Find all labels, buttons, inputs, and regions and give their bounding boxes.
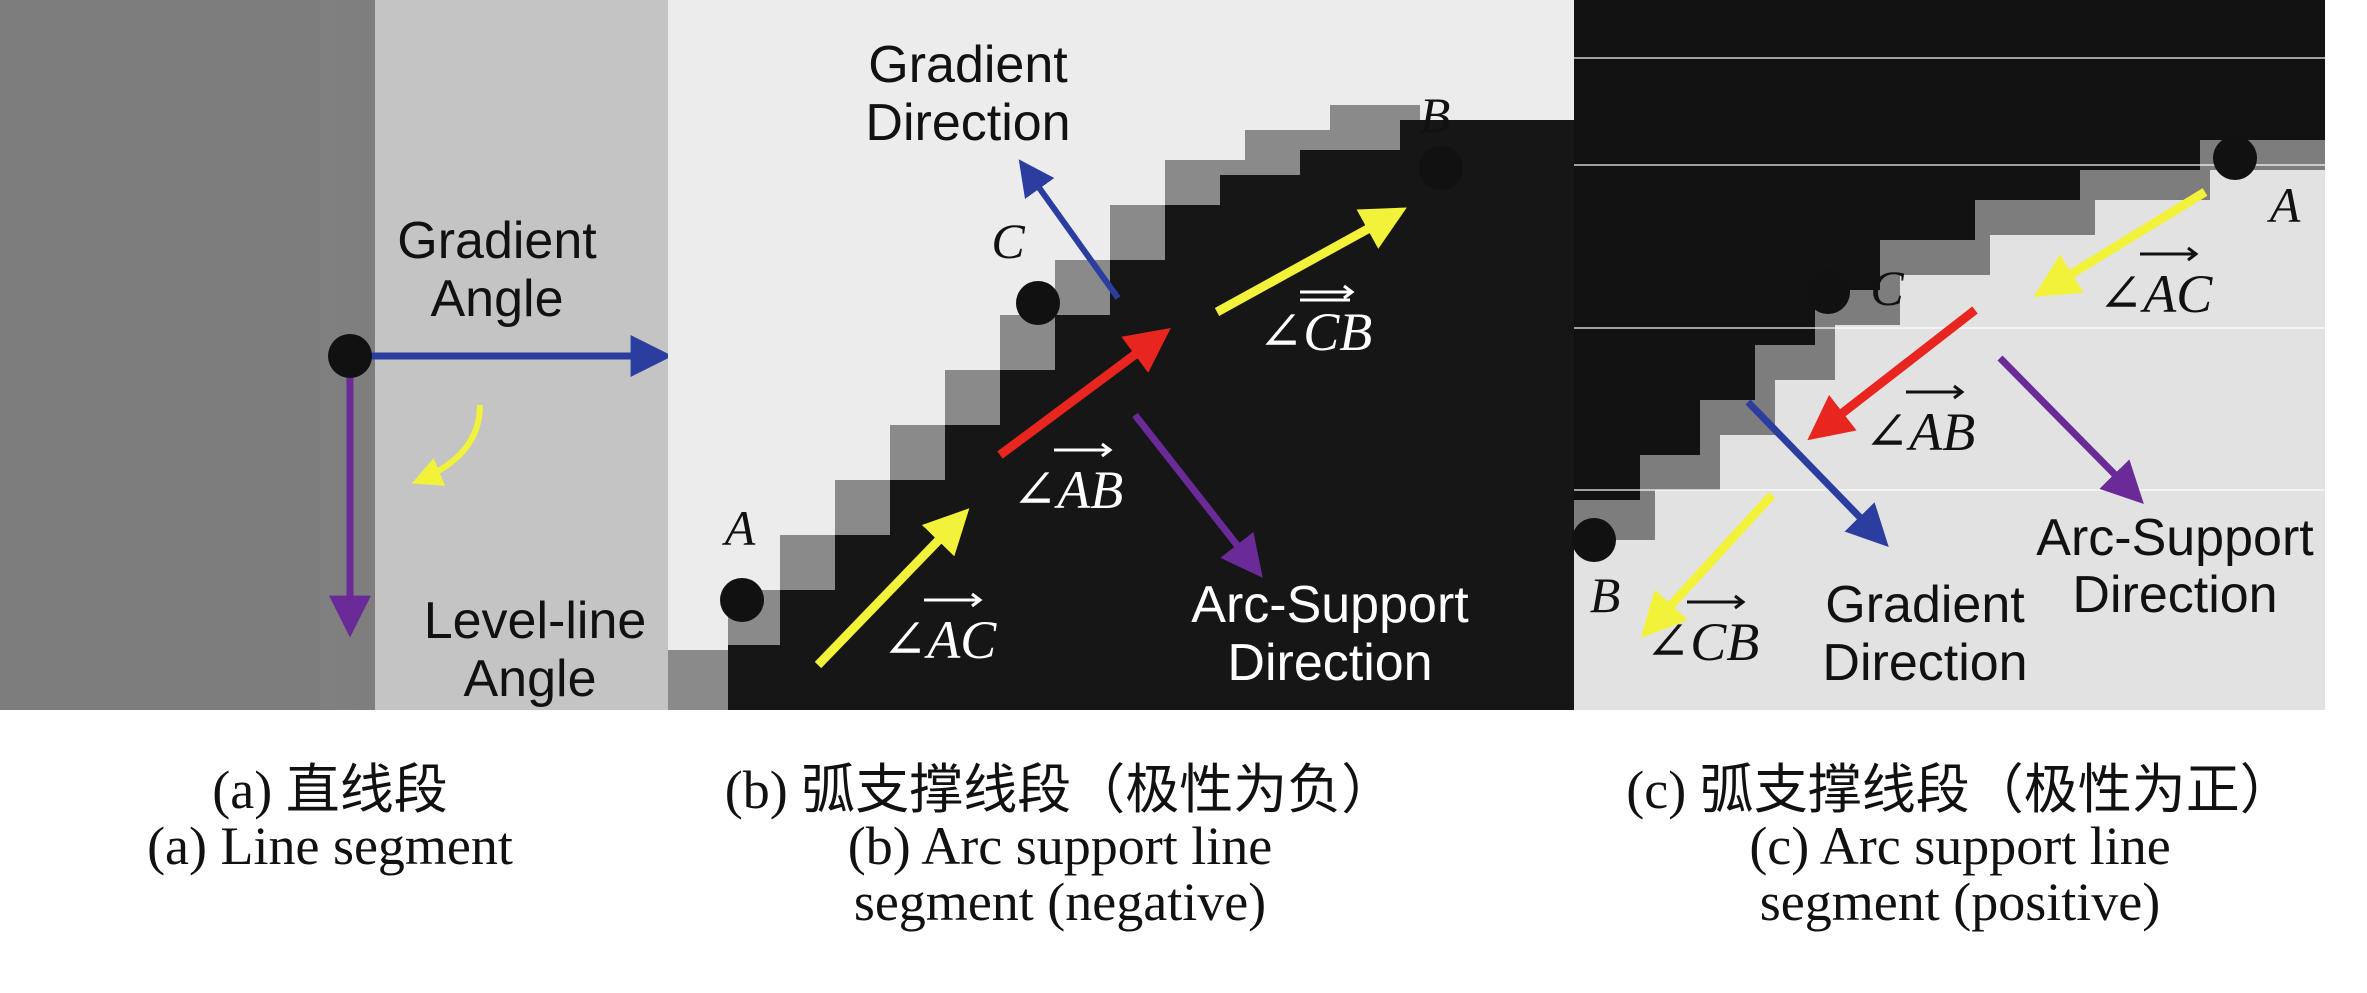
- panel-c-gradient-label-2: Direction: [1822, 634, 2027, 692]
- panel-b-arc-label-1: Arc-Support: [1191, 576, 1469, 634]
- panel-c-point-a: [2213, 136, 2257, 180]
- overbar-c-cb: [1687, 594, 1746, 610]
- overbar-b-ab: [1054, 442, 1113, 458]
- caption-c-en-2: segment (positive): [1759, 872, 2161, 932]
- level-line-label-1: Level-line: [424, 592, 647, 650]
- panel-c-arc-label-2: Direction: [2072, 566, 2277, 624]
- panel-c-arrow-cb: [1640, 491, 1776, 638]
- panel-c-gradient-label-1: Gradient: [1825, 576, 2025, 634]
- panel-a: Gradient Angle Level-line Angle: [0, 0, 673, 710]
- panel-b-arrow-cb: [1214, 207, 1407, 316]
- gradient-angle-label-1: Gradient: [397, 212, 597, 270]
- caption-b: (b) 弧支撑线段（极性为负） (b) Arc support line seg…: [700, 762, 1420, 930]
- panel-b-gradient-arrow: [1018, 159, 1121, 300]
- panel-c-arc-label-1: Arc-Support: [2036, 509, 2314, 567]
- panel-c-gradient-arrow: [1745, 399, 1889, 548]
- panel-b-arc-label-2: Direction: [1227, 634, 1432, 692]
- gradient-angle-label-2: Angle: [431, 270, 564, 328]
- rotation-arrow: [411, 404, 483, 486]
- panel-c-point-c: [1806, 270, 1850, 314]
- panel-b-arc-support-arrow: [1132, 412, 1263, 578]
- panel-b-angle-ac: ∠AC: [882, 610, 997, 670]
- caption-a-zh: (a) 直线段: [212, 760, 448, 820]
- panel-c: A C B ∠AC ∠AB ∠CB Arc-Support Direction …: [1572, 0, 2325, 710]
- panel-c-label-b: B: [1590, 567, 1621, 623]
- panel-c-angle-ac: ∠AC: [2098, 264, 2213, 324]
- panel-b-arrow-ab: [997, 327, 1171, 459]
- panel-b-gradient-label-1: Gradient: [868, 36, 1068, 94]
- panel-c-arc-support-arrow: [1997, 355, 2144, 504]
- panel-b-label-c: C: [991, 213, 1025, 269]
- panel-b-angle-ab: ∠AB: [1012, 460, 1123, 520]
- panel-a-point: [328, 334, 372, 378]
- panel-c-angle-cb: ∠CB: [1645, 612, 1759, 672]
- panel-b-arrow-ac: [814, 508, 970, 669]
- panel-b-dark-region: [728, 120, 1574, 710]
- overbar-c-ac: [2140, 246, 2199, 262]
- overbar-b-cb: [1300, 284, 1355, 300]
- panel-c-dark-region: [1574, 0, 2325, 500]
- caption-b-zh: (b) 弧支撑线段（极性为负）: [724, 760, 1396, 820]
- panel-b-angle-cb: ∠CB: [1258, 302, 1372, 362]
- panel-c-label-c: C: [1870, 260, 1904, 316]
- panel-c-point-b: [1572, 518, 1616, 562]
- panel-b-label-b: B: [1420, 87, 1451, 143]
- caption-c: (c) 弧支撑线段（极性为正） (c) Arc support line seg…: [1590, 762, 2330, 930]
- panel-c-label-a: A: [2267, 177, 2301, 233]
- panel-b-point-c: [1016, 281, 1060, 325]
- caption-a: (a) 直线段 (a) Line segment: [60, 762, 600, 874]
- level-line-label-2: Angle: [464, 650, 597, 708]
- panel-b-gradient-label-2: Direction: [865, 94, 1070, 152]
- panel-b-point-b: [1419, 146, 1463, 190]
- panel-b-label-a: A: [722, 500, 756, 556]
- caption-b-en-2: segment (negative): [853, 872, 1267, 932]
- caption-c-en-1: (c) Arc support line: [1749, 816, 2171, 876]
- panel-c-transition-band: [1574, 140, 2325, 540]
- vector-overbars: [924, 246, 2199, 610]
- panel-b-point-a: [720, 578, 764, 622]
- caption-c-zh: (c) 弧支撑线段（极性为正）: [1626, 760, 2294, 820]
- caption-a-en: (a) Line segment: [147, 816, 513, 876]
- panel-c-arrow-ac: [2033, 188, 2208, 298]
- overbar-b-ac: [924, 592, 983, 608]
- caption-b-en-1: (b) Arc support line: [847, 816, 1273, 876]
- panel-b: A C B Gradient Direction ∠CB ∠AB ∠AC Arc…: [668, 0, 1574, 710]
- panel-c-arrow-ab: [1807, 306, 1978, 441]
- panel-c-angle-ab: ∠AB: [1864, 402, 1975, 462]
- overbar-c-ab: [1906, 384, 1965, 400]
